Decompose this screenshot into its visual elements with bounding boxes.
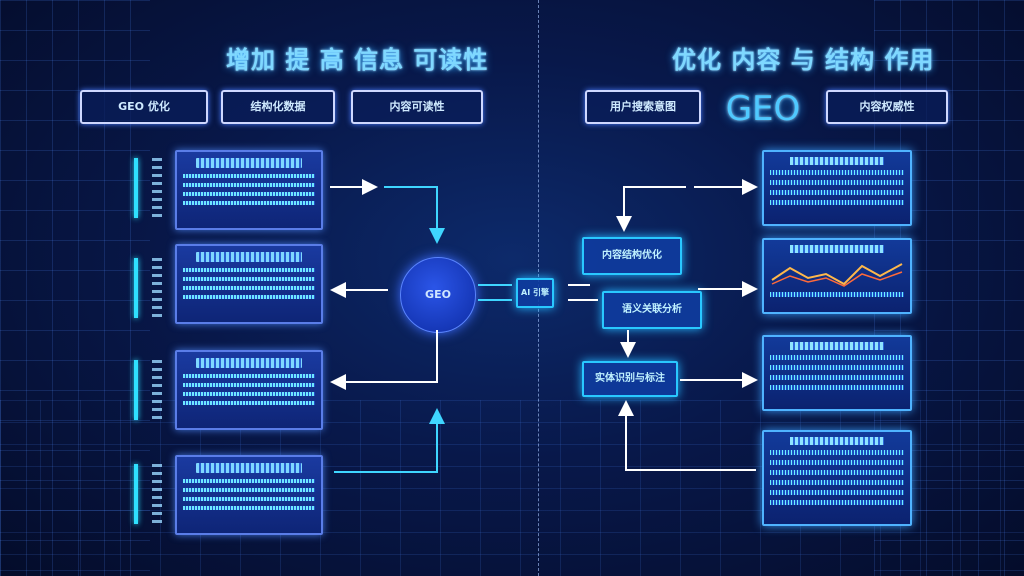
side-ticks	[152, 464, 162, 524]
right-card-4	[762, 430, 912, 526]
right-tag-1: 用户搜索意图	[585, 90, 701, 124]
side-ticks	[152, 158, 162, 218]
arrow	[616, 186, 686, 232]
left-card-2	[175, 244, 323, 324]
side-marker	[134, 464, 138, 524]
left-card-4	[175, 455, 323, 535]
arrow	[334, 408, 445, 473]
side-marker	[134, 360, 138, 420]
left-card-3	[175, 350, 323, 430]
left-title: 增加 提 高 信息 可读性	[226, 46, 489, 74]
side-ticks	[152, 360, 162, 420]
left-card-1	[175, 150, 323, 230]
trend-line-graphic	[771, 263, 903, 287]
right-card-1	[762, 150, 912, 226]
divider-node: AI 引擎	[516, 278, 554, 308]
right-node-2: 语义关联分析	[602, 291, 702, 329]
right-title: 优化 内容 与 结构 作用	[672, 46, 935, 74]
left-tag-3: 内容可读性	[351, 90, 483, 124]
side-ticks	[152, 258, 162, 318]
right-card-2	[762, 238, 912, 314]
right-card-3	[762, 335, 912, 411]
left-tag-2: 结构化数据	[221, 90, 335, 124]
geo-node: GEO	[400, 257, 476, 333]
geo-logo: GEO	[725, 89, 801, 129]
right-tag-2: 内容权威性	[826, 90, 948, 124]
right-node-3: 实体识别与标注	[582, 361, 678, 397]
side-marker	[134, 158, 138, 218]
side-marker	[134, 258, 138, 318]
arrow	[384, 186, 445, 244]
right-node-1: 内容结构优化	[582, 237, 682, 275]
arrow	[618, 400, 756, 471]
arrow	[330, 330, 438, 390]
left-tag-1: GEO 优化	[80, 90, 208, 124]
